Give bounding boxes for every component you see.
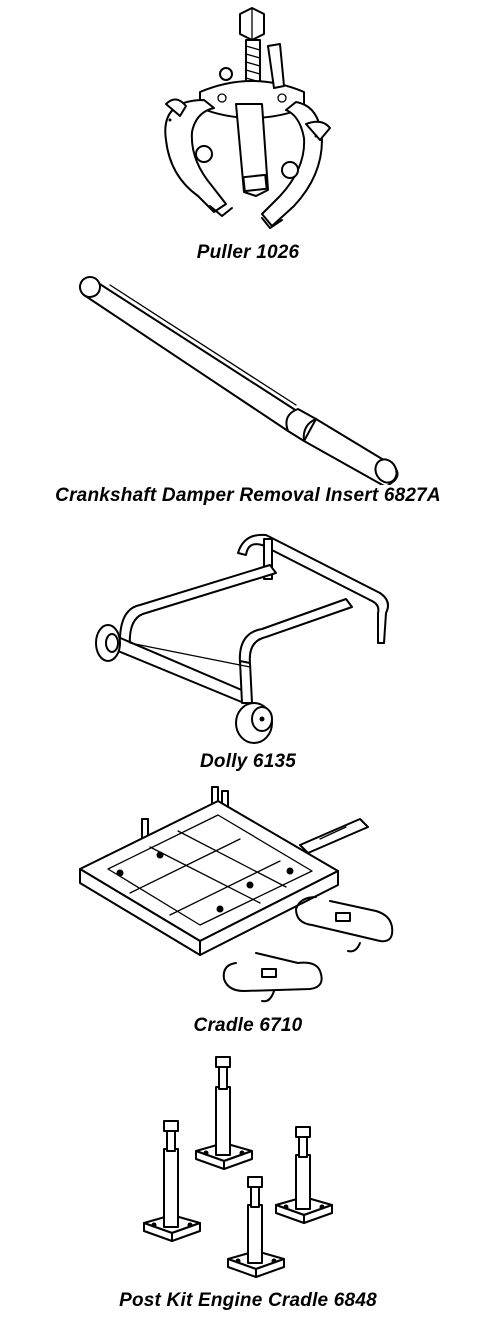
dolly-caption: Dolly 6135 — [200, 751, 296, 772]
tool-dolly: Dolly 6135 — [0, 513, 496, 775]
cradle-caption: Cradle 6710 — [193, 1015, 303, 1036]
puller-caption: Puller 1026 — [196, 242, 300, 263]
puller-icon — [0, 0, 496, 240]
tool-crankshaft-insert: Crankshaft Damper Removal Insert 6827A — [0, 265, 496, 513]
crankshaft-insert-caption: Crankshaft Damper Removal Insert 6827A — [55, 485, 441, 506]
tool-puller: Puller 1026 — [0, 0, 496, 265]
tool-cradle: Cradle 6710 — [0, 775, 496, 1045]
tool-post-kit: Post Kit Engine Cradle 6848 — [0, 1045, 496, 1334]
post-kit-icon — [0, 1045, 496, 1305]
post-kit-caption: Post Kit Engine Cradle 6848 — [119, 1290, 377, 1311]
dolly-icon — [0, 513, 496, 749]
removal-insert-icon — [0, 265, 496, 485]
cradle-icon — [0, 775, 496, 1019]
